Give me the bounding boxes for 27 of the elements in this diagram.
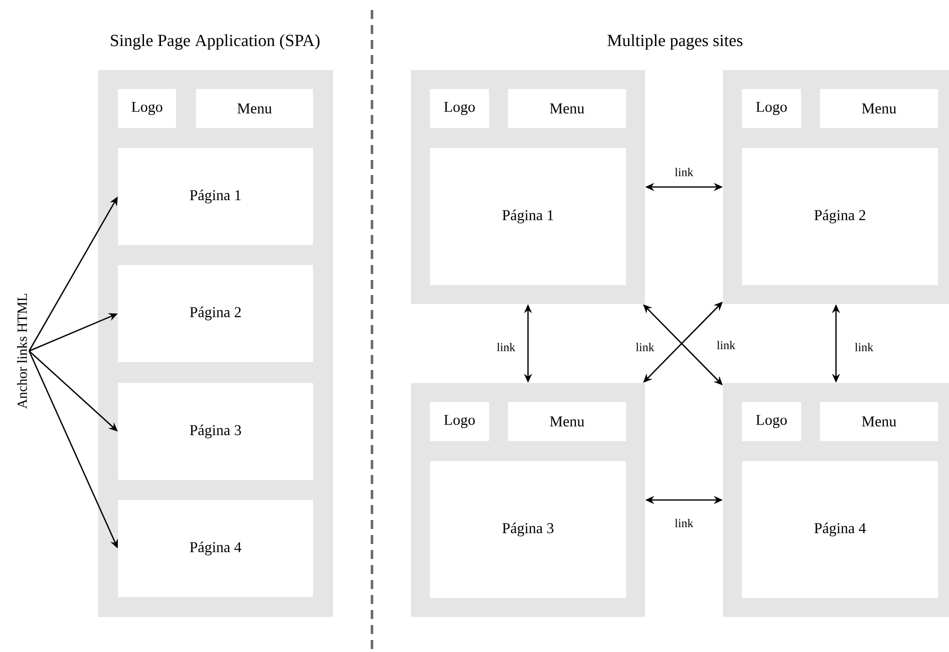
- page-box: Página 2: [118, 265, 313, 362]
- edge-label: link: [854, 342, 874, 352]
- page-box: Página 2: [742, 148, 938, 285]
- menu-box: Menu: [820, 89, 938, 128]
- placeholder-slot: Logo: [430, 402, 489, 441]
- heading: Single Page Application (SPA): [110, 34, 320, 50]
- page-box: Página 1: [118, 148, 313, 245]
- placeholder-slot: Logo: [430, 89, 489, 128]
- menu-box: Menu: [508, 402, 626, 441]
- menu-box: Menu: [508, 89, 626, 128]
- placeholder-slot: Logo: [118, 89, 176, 128]
- page-box: Página 3: [118, 383, 313, 480]
- edge-label: link: [496, 342, 516, 352]
- placeholder-slot: Logo: [742, 89, 801, 128]
- edge-label: link: [716, 340, 736, 350]
- edge-label: link: [634, 342, 656, 352]
- page-box: Página 4: [742, 461, 938, 598]
- page-box: Página 1: [430, 148, 626, 285]
- page-box: Página 4: [118, 500, 313, 597]
- page-box: Página 3: [430, 461, 626, 598]
- side-label: Anchor links HTML: [17, 294, 27, 409]
- edge-label: link: [674, 166, 694, 178]
- edge-label: link: [674, 518, 694, 528]
- menu-box: Menu: [820, 402, 938, 441]
- placeholder-slot: Logo: [742, 402, 801, 441]
- heading: Multiple pages sites: [608, 34, 742, 50]
- menu-box: Menu: [196, 89, 313, 128]
